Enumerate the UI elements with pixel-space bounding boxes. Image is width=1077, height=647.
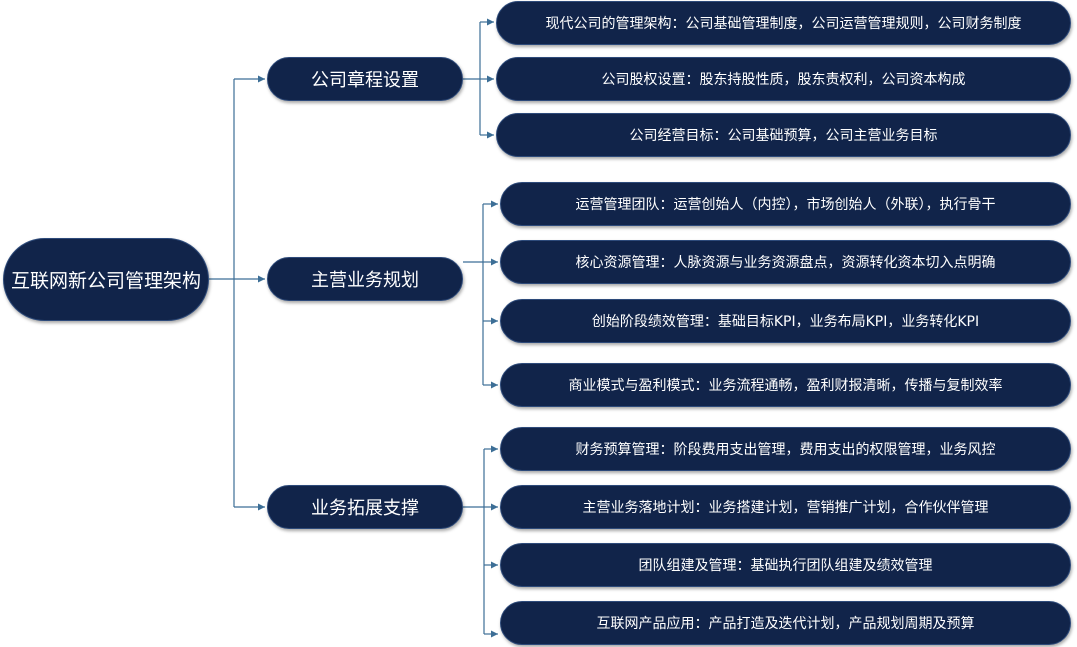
leaf-node-business-model: 商业模式与盈利模式：业务流程通畅，盈利财报清晰，传播与复制效率 [500,363,1071,407]
branch-node-charter: 公司章程设置 [267,57,463,101]
branch-node-expansion: 业务拓展支撑 [267,485,463,529]
branch-node-main-business: 主营业务规划 [267,257,463,301]
leaf-node-management-structure: 现代公司的管理架构：公司基础管理制度，公司运营管理规则，公司财务制度 [496,1,1071,45]
leaf-node-core-resources: 核心资源管理：人脉资源与业务资源盘点，资源转化资本切入点明确 [500,240,1071,284]
leaf-node-business-goals: 公司经营目标：公司基础预算，公司主营业务目标 [496,113,1071,157]
leaf-node-founding-kpi: 创始阶段绩效管理：基础目标KPI，业务布局KPI，业务转化KPI [500,299,1071,343]
leaf-node-team-building: 团队组建及管理：基础执行团队组建及绩效管理 [500,543,1071,587]
leaf-node-budget: 财务预算管理：阶段费用支出管理，费用支出的权限管理，业务风控 [500,427,1071,471]
leaf-node-equity: 公司股权设置：股东持股性质，股东责权利，公司资本构成 [496,57,1071,101]
root-node: 互联网新公司管理架构 [3,238,209,321]
leaf-node-product-application: 互联网产品应用：产品打造及迭代计划，产品规划周期及预算 [500,601,1071,645]
leaf-node-operations-team: 运营管理团队：运营创始人（内控），市场创始人（外联），执行骨干 [500,182,1071,226]
leaf-node-landing-plan: 主营业务落地计划：业务搭建计划，营销推广计划，合作伙伴管理 [500,485,1071,529]
